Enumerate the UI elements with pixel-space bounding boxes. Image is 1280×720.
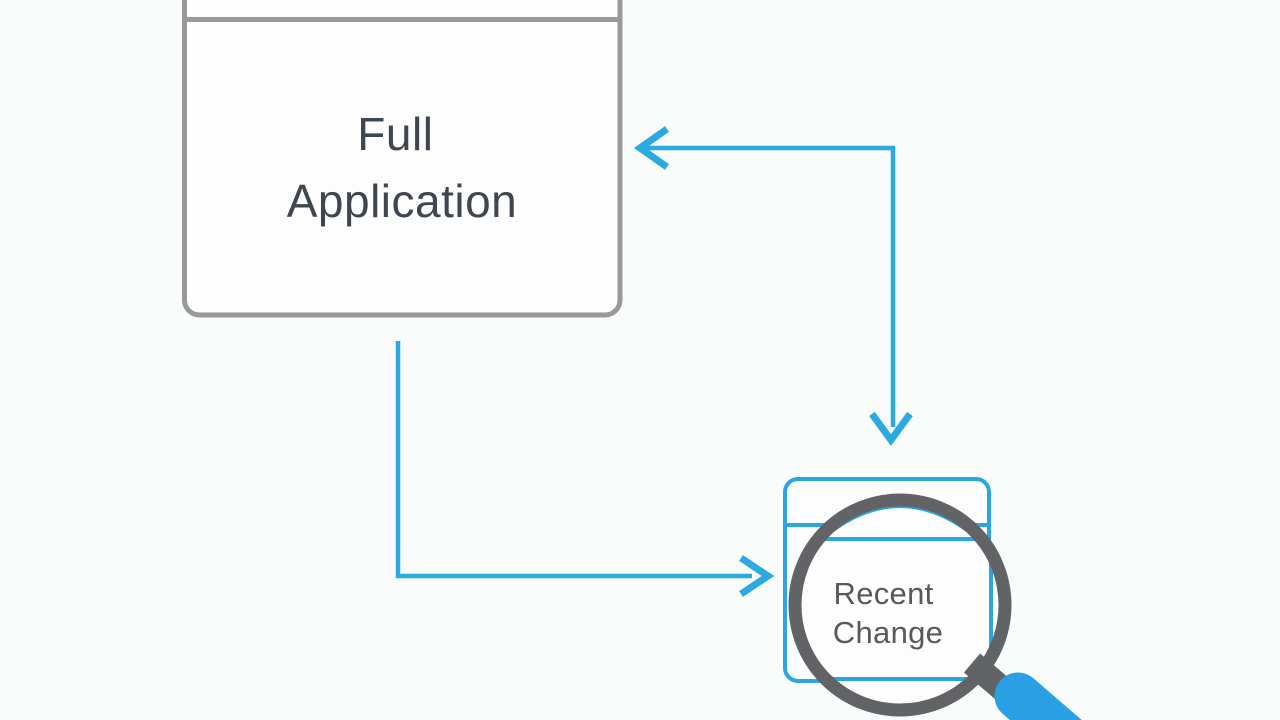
magnifier-icon: Recent Change xyxy=(788,493,1082,720)
magnifier-ring xyxy=(788,493,1012,717)
magnifier-handle xyxy=(994,672,1082,720)
loop-arrow-down-arrowhead-icon xyxy=(869,411,913,446)
recent-change-label: Recent Change xyxy=(833,576,943,650)
full-application-window: Full Application xyxy=(182,0,623,318)
loop-arrow-shaft xyxy=(646,145,896,427)
full-application-border xyxy=(182,0,623,318)
full-application-label-line2: Application xyxy=(287,175,518,227)
full-application-label: Full Application xyxy=(287,108,518,227)
change-arrow-right-arrowhead-icon xyxy=(739,555,775,597)
recent-change-label-line1: Recent xyxy=(834,576,934,611)
magnifier-lens xyxy=(796,501,1004,709)
loop-arrow-left-arrowhead-icon xyxy=(633,126,670,170)
recent-change-label-line2: Change xyxy=(833,615,943,650)
change-arrow xyxy=(395,341,775,597)
change-arrow-shaft xyxy=(395,341,752,579)
loop-arrow xyxy=(633,126,913,446)
full-application-label-line1: Full xyxy=(357,108,433,160)
